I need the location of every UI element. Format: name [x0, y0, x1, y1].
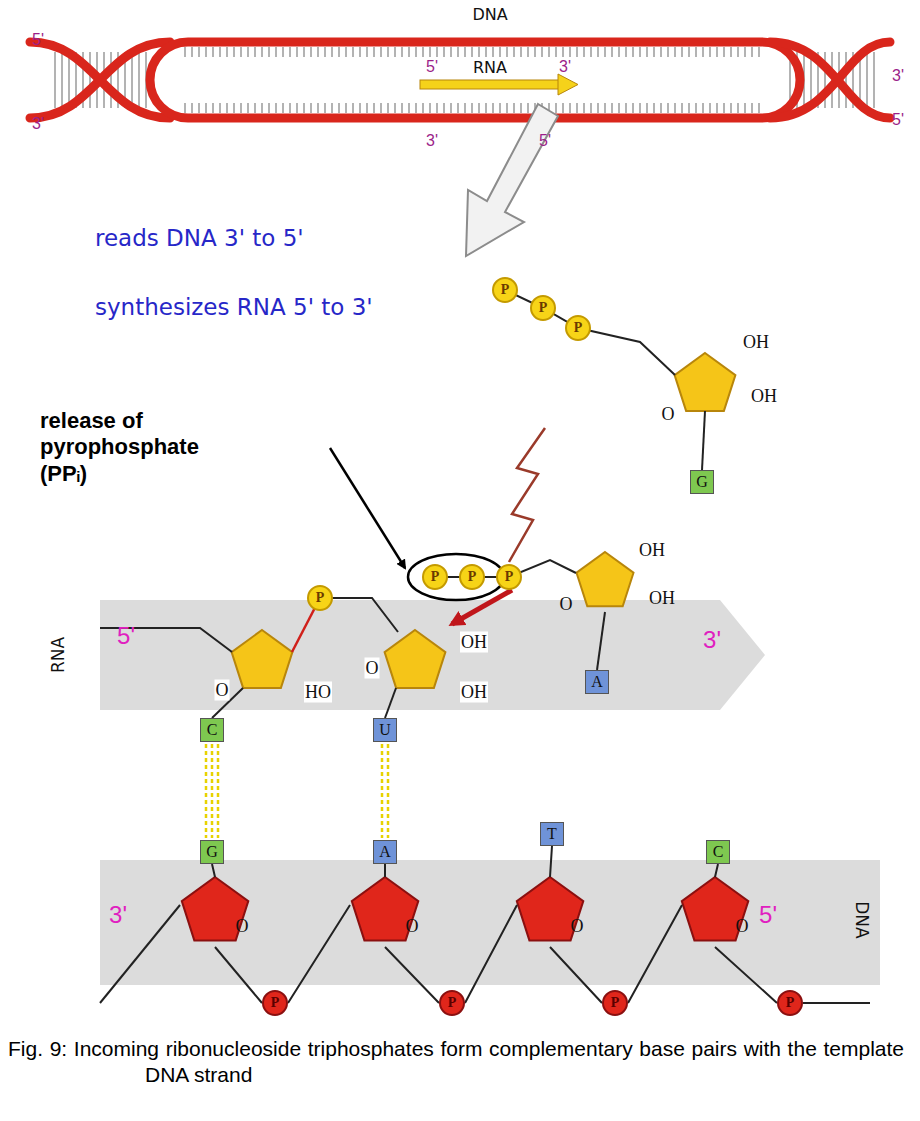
phosphate-circle: P [530, 295, 556, 321]
phosphate-letter: P [448, 995, 457, 1011]
process-note: reads DNA 3' to 5' [95, 225, 304, 251]
strand-band: 3' 5' DNA [100, 860, 880, 985]
figure-caption: Fig. 9: Incoming ribonucleoside triphosp… [8, 1036, 904, 1087]
hydrogen-bond [206, 744, 218, 838]
text-label: DNA [472, 5, 507, 24]
band-label: RNA [48, 637, 68, 673]
base-letter: U [379, 721, 391, 739]
band-label: 3' [109, 901, 127, 929]
leader-arrow [330, 448, 405, 568]
phosphate-letter: P [786, 995, 795, 1011]
phosphate-letter: P [468, 569, 477, 585]
phosphate-circle: P [496, 564, 522, 590]
base-letter: G [206, 843, 218, 861]
text-label: O [236, 916, 249, 937]
band-label: 5' [117, 622, 135, 650]
base-letter: A [591, 673, 603, 691]
phosphate-letter: P [431, 569, 440, 585]
rna-band [100, 600, 765, 710]
bonds [100, 290, 870, 1003]
base-box: U [373, 718, 397, 742]
base-box: C [200, 718, 224, 742]
text-label: O [560, 594, 573, 615]
text-label: O [215, 680, 230, 701]
sugar-rings [182, 353, 749, 940]
text-label: 5' [892, 111, 904, 129]
text-label: RNA [473, 58, 507, 77]
text-label: O [365, 658, 380, 679]
phosphate-circle: P [492, 277, 518, 303]
base-letter: C [713, 843, 724, 861]
lightning-bolt [509, 428, 545, 562]
phosphate-letter: P [316, 590, 325, 606]
base-box: G [200, 840, 224, 864]
phosphate-letter: P [271, 995, 280, 1011]
text-label: 3' [892, 67, 904, 85]
phosphate-circle: P [602, 990, 628, 1016]
text-label: 5' [32, 31, 44, 49]
text-label: OH [649, 588, 675, 609]
base-box: A [585, 670, 609, 694]
phosphate-circle: P [262, 990, 288, 1016]
text-label: O [662, 404, 675, 425]
callout-label: release of pyrophosphate (PPᵢ) [40, 408, 240, 487]
phosphate-circle: P [439, 990, 465, 1016]
phosphate-circle: P [777, 990, 803, 1016]
phosphate-letter: P [505, 569, 514, 585]
phosphate-circle: P [422, 564, 448, 590]
dna-helix [30, 42, 890, 118]
text-label: OH [460, 682, 488, 703]
dna-band [100, 860, 880, 985]
band-label: 3' [703, 626, 721, 654]
text-label: OH [743, 332, 769, 353]
base-box: A [373, 840, 397, 864]
phosphate-letter: P [501, 282, 510, 298]
text-label: 5' [426, 58, 438, 76]
text-label: OH [460, 632, 488, 653]
phosphate-letter: P [574, 320, 583, 336]
process-note: synthesizes RNA 5' to 3' [95, 294, 373, 320]
band-label: 5' [759, 901, 777, 929]
text-label: 3' [426, 132, 438, 150]
phosphate-letter: P [539, 300, 548, 316]
text-label: OH [639, 540, 665, 561]
phosphate-circle: P [307, 585, 333, 611]
base-letter: G [696, 473, 708, 491]
base-letter: C [207, 721, 218, 739]
base-letter: A [379, 843, 391, 861]
text-label: O [736, 916, 749, 937]
hydrogen-bond [382, 744, 388, 838]
base-pair-ticks [55, 47, 874, 113]
base-box: G [690, 470, 714, 494]
phosphate-letter: P [611, 995, 620, 1011]
base-box: T [540, 822, 564, 846]
text-label: 5' [539, 132, 551, 150]
band-label: DNA [852, 901, 872, 938]
text-label: O [571, 916, 584, 937]
text-label: 3' [559, 58, 571, 76]
base-letter: T [547, 825, 557, 843]
pyrophosphate-circle [408, 554, 504, 600]
text-label: O [406, 916, 419, 937]
strand-band: RNA5'3' [100, 600, 765, 710]
base-box: C [706, 840, 730, 864]
rna-transcript-arrow [420, 74, 578, 95]
text-label: OH [751, 386, 777, 407]
phosphate-circle: P [459, 564, 485, 590]
text-label: 3' [32, 115, 44, 133]
phosphate-circle: P [565, 315, 591, 341]
text-label: HO [304, 682, 332, 703]
zoom-arrow [466, 104, 558, 256]
